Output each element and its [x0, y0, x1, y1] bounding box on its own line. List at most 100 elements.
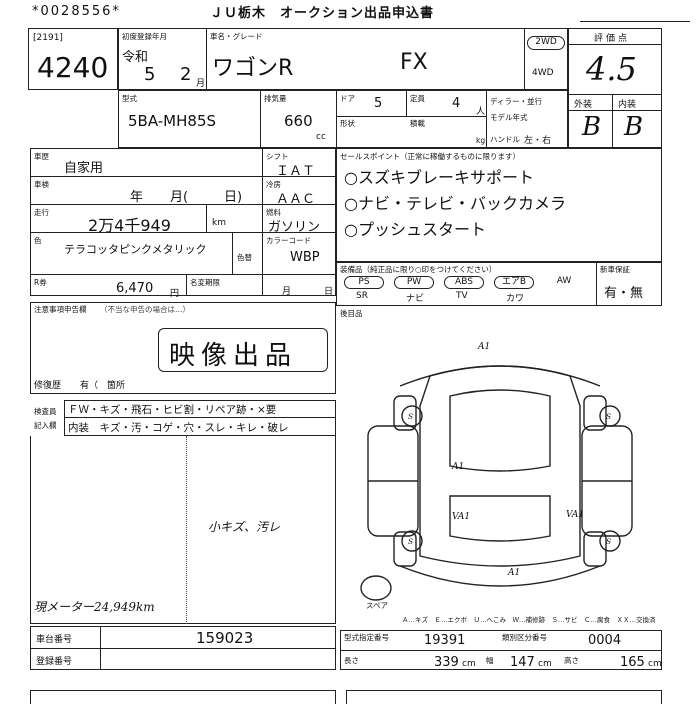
doors-label: ドア	[340, 94, 355, 103]
equipment-label: 装備品（純正品に限り○印をつけてください）	[340, 265, 497, 274]
damage-mark-left-rear: VA1	[452, 512, 471, 522]
footer-bottom-right	[346, 690, 662, 704]
exterior-grade: B	[582, 112, 602, 142]
color-code-value: WBP	[290, 250, 320, 265]
equipment-item: SR	[356, 291, 368, 301]
damage-mark-rear-right: S	[606, 537, 612, 546]
repair-value: 有（ 箇所	[80, 381, 126, 391]
model-code: 5BA-MH85S	[128, 112, 217, 130]
rating-score: 4.5	[586, 50, 637, 88]
shift-value: ＩＡＴ	[276, 164, 316, 179]
equipment-item: AW	[556, 276, 572, 286]
handwritten-note: 小キズ、汚レ	[208, 520, 281, 534]
video-stamp: 映像出品	[169, 341, 298, 371]
registration-era: 令和	[122, 50, 149, 65]
class-code: 0004	[588, 633, 622, 648]
recolor-label: 色替	[237, 253, 252, 262]
equipment-item: PS	[344, 276, 384, 289]
usage-value: 自家用	[64, 161, 104, 176]
vehicle-name: ワゴンR	[212, 56, 294, 81]
equipment-item: カワ	[506, 294, 525, 304]
height-value: 165	[620, 655, 645, 670]
spare-label: スペア	[366, 601, 388, 610]
notes-box	[30, 302, 336, 394]
width-label: 幅	[486, 656, 494, 665]
lot-box: [2191] 4240	[28, 28, 118, 90]
class-code-label: 類別区分番号	[502, 633, 547, 642]
model-label: 型式	[122, 94, 137, 103]
inspection-year: 年	[130, 190, 144, 205]
lot-code: [2191]	[33, 33, 63, 43]
car-number-label: 車台番号	[36, 635, 73, 645]
equipment-item: ABS	[444, 276, 484, 289]
color-label: 色	[34, 236, 42, 245]
tax-value: 6,470	[116, 281, 154, 296]
ac-value: ＡＡＣ	[276, 192, 316, 207]
registration-label: 初度登録年月	[122, 32, 167, 41]
mileage-unit: km	[212, 218, 226, 228]
registration-year: 5	[144, 64, 156, 85]
name-change-month: 月	[282, 287, 292, 297]
interior-grade: B	[624, 112, 644, 142]
fuel-value: ガソリン	[268, 220, 321, 235]
mileage-value: 2万4千949	[88, 216, 171, 235]
damage-mark-rear-left: S	[408, 537, 414, 546]
handle-label: ハンドル	[490, 135, 520, 144]
width-value: 147	[510, 655, 535, 670]
dealer-label: ディラー・並行	[490, 97, 542, 106]
damage-mark-bottom: A1	[508, 568, 521, 578]
registration-month-unit: 月	[196, 79, 206, 89]
equipment-item: PW	[394, 276, 434, 289]
inspector-row-1: ＦＷ・キズ・飛石・ヒビ割・リペア跡・×要	[68, 404, 277, 416]
damage-mark-front-left: S	[408, 412, 414, 421]
tax-label: R券	[34, 278, 47, 287]
page-title: ＪＵ栃木 オークション出品申込書	[210, 6, 435, 21]
sales-points-box	[336, 148, 662, 262]
loading-unit: kg	[476, 136, 486, 145]
inspector-label-2: 記入欄	[34, 421, 57, 430]
displacement-value: 660	[284, 112, 313, 130]
equipment-item: ナビ	[406, 294, 425, 304]
sales-point-1: ○スズキブレーキサポート	[344, 168, 534, 187]
ac-label: 冷房	[266, 180, 281, 189]
damage-mark-top: A1	[478, 342, 491, 352]
name-change-day: 日	[324, 287, 334, 297]
color-code-label: カラーコード	[266, 236, 311, 245]
length-label: 長さ	[344, 656, 359, 665]
notes-label: 注意事項申告欄	[34, 305, 87, 314]
width-unit: cm	[538, 659, 552, 669]
damage-legend: Ａ…キズ Ｅ…エクボ Ｕ…へこみ Ｗ…補修跡 Ｓ…サビ Ｃ…腐食 ＸＸ…交換済	[402, 616, 656, 624]
interior-label: 内装	[618, 100, 637, 110]
exterior-label: 外装	[574, 100, 593, 110]
capacity-unit: 人	[476, 107, 486, 117]
length-value: 339	[434, 655, 459, 670]
notes-sublabel: （不当な申告の場合は…）	[100, 305, 190, 314]
doors-value: 5	[374, 96, 383, 111]
damage-mark-left-side: A1	[452, 462, 465, 472]
loading-label: 積載	[410, 119, 425, 128]
video-stamp-box: 映像出品	[158, 328, 328, 372]
reg-number-label: 登録番号	[36, 657, 73, 667]
color-value: テラコッタピンクメタリック	[64, 243, 207, 256]
height-unit: cm	[648, 659, 662, 669]
rating-label: 評価点	[594, 34, 631, 44]
sales-points-label: セールスポイント（正常に稼働するものに限ります）	[340, 152, 520, 161]
inspection-label: 車検	[34, 180, 49, 189]
handle-value: 左・右	[524, 136, 552, 146]
equipment-box	[336, 262, 662, 306]
displacement-unit: cc	[316, 132, 326, 142]
displacement-label: 排気量	[264, 94, 287, 103]
shift-label: シフト	[266, 152, 289, 161]
comment-area	[30, 436, 336, 624]
capacity-label: 定員	[410, 94, 425, 103]
inspection-month: 月(	[170, 190, 189, 205]
drive-4wd: 4WD	[532, 68, 554, 78]
damage-mark-front-right: S	[606, 412, 612, 421]
after-label: 後目品	[340, 309, 363, 318]
equipment-item: エアB	[494, 276, 534, 289]
car-damage-diagram	[360, 365, 633, 601]
new-warranty-label: 新車保証	[600, 265, 630, 274]
mileage-handwritten-note: 現メーター24,949km	[34, 600, 155, 614]
drive-2wd: 2WD	[527, 36, 565, 50]
fuel-label: 燃料	[266, 208, 281, 217]
